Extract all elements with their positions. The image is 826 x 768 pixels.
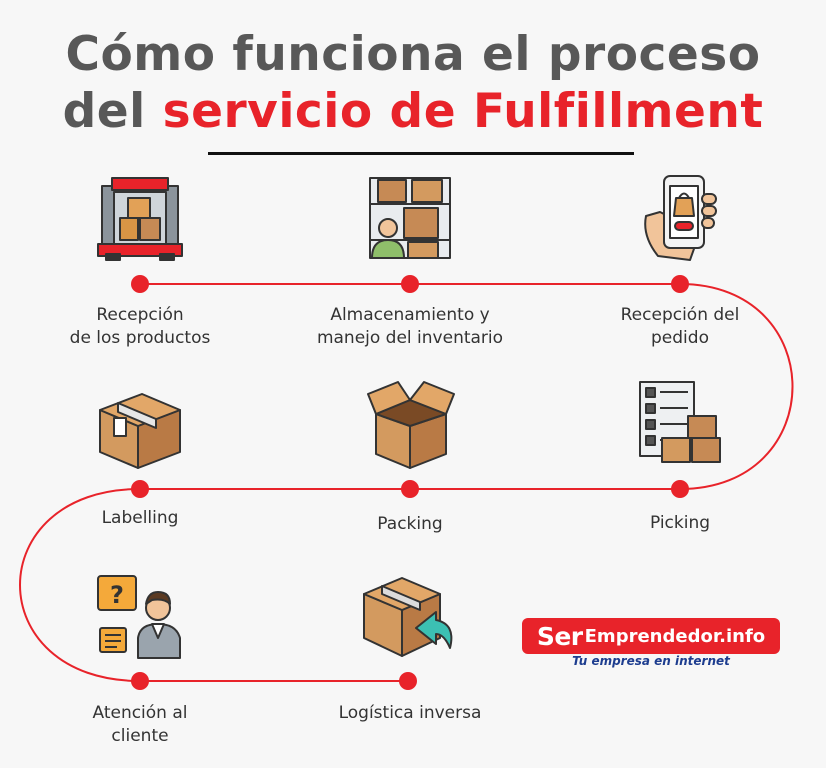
- step-label-atencion-cliente: Atención al cliente: [20, 702, 260, 748]
- step-label-line-1: Picking: [649, 513, 711, 533]
- step-label-line-1: Packing: [377, 514, 443, 534]
- step-label-line-1: Almacenamiento y: [330, 305, 490, 325]
- step-label-labelling: Labelling: [20, 507, 260, 530]
- step-label-packing: Packing: [290, 513, 530, 536]
- brand-logo-ser: Ser: [536, 621, 583, 651]
- open-box-icon: [367, 381, 455, 469]
- step-label-line-1: Logística inversa: [338, 703, 482, 723]
- step-dot-almacenamiento: [401, 275, 419, 293]
- step-dot-picking: [671, 480, 689, 498]
- warehouse-shelf-worker-icon: [369, 177, 451, 259]
- hand-holding-phone-order-icon: [644, 175, 717, 261]
- taped-box-icon: [99, 393, 181, 469]
- step-label-line-2: manejo del inventario: [316, 328, 504, 348]
- title-underline: [208, 152, 634, 155]
- step-label-line-1: Recepción: [96, 305, 184, 325]
- step-dot-labelling: [131, 480, 149, 498]
- step-label-logistica-inversa: Logística inversa: [290, 702, 530, 725]
- step-dots: [131, 275, 689, 690]
- step-label-almacenamiento: Almacenamiento y manejo del inventario: [290, 304, 530, 350]
- step-dot-logistica-inversa: [399, 672, 417, 690]
- step-dot-recepcion-pedido: [671, 275, 689, 293]
- truck-with-boxes-icon: [97, 177, 183, 261]
- customer-support-person-icon: ?: [97, 575, 181, 659]
- title-line-2-prefix: del: [62, 84, 163, 139]
- box-return-arrow-icon: [363, 577, 453, 657]
- title-line-2: del servicio de Fulfillment: [0, 83, 826, 140]
- step-dot-atencion-cliente: [131, 672, 149, 690]
- step-label-picking: Picking: [560, 512, 800, 535]
- step-label-recepcion-pedido: Recepción del pedido: [560, 304, 800, 350]
- title-line-1: Cómo funciona el proceso: [65, 27, 761, 82]
- step-label-line-1: Atención al: [92, 703, 188, 723]
- step-label-recepcion-productos: Recepción de los productos: [20, 304, 260, 350]
- step-label-line-2: cliente: [111, 726, 169, 746]
- checklist-with-boxes-icon: [639, 381, 721, 463]
- step-label-line-1: Labelling: [101, 508, 179, 528]
- step-label-line-1: Recepción del: [620, 305, 740, 325]
- page-title: Cómo funciona el proceso del servicio de…: [0, 26, 826, 140]
- step-dot-packing: [401, 480, 419, 498]
- step-dot-recepcion-productos: [131, 275, 149, 293]
- step-label-line-2: de los productos: [69, 328, 211, 348]
- brand-logo-name: Emprendedor.info: [584, 625, 766, 647]
- title-line-2-accent: servicio de Fulfillment: [162, 84, 764, 139]
- step-label-line-2: pedido: [651, 328, 709, 348]
- brand-tagline: Tu empresa en internet: [572, 654, 730, 668]
- svg-text:?: ?: [110, 581, 124, 609]
